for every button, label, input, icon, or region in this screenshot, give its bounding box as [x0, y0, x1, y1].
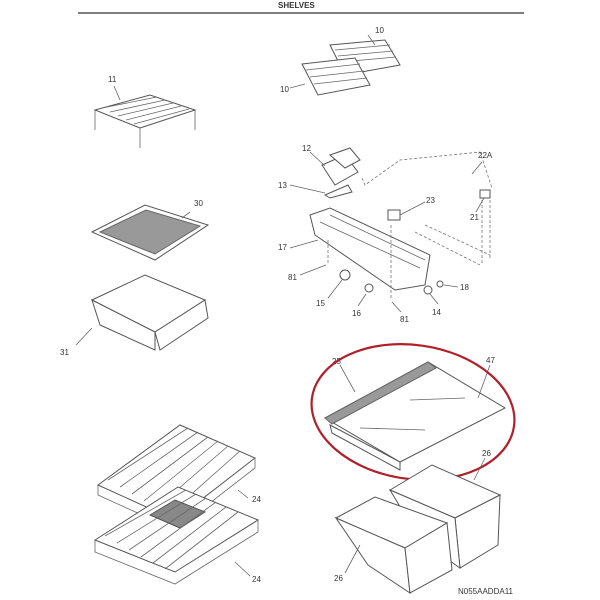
- wire-shelf-lower: [93, 486, 260, 585]
- wire-rack: [93, 94, 197, 148]
- label-13: 13: [278, 181, 287, 190]
- label-23: 23: [426, 196, 435, 205]
- label-47: 47: [486, 356, 495, 365]
- label-18: 18: [460, 283, 469, 292]
- label-26-left: 26: [334, 574, 343, 583]
- label-31: 31: [60, 348, 69, 357]
- crisper-drawer: [90, 274, 209, 351]
- auger-part: [323, 184, 353, 199]
- label-22A: 22A: [478, 151, 493, 160]
- label-16: 16: [352, 309, 361, 318]
- grommet-part: [423, 285, 433, 295]
- label-24-upper: 24: [252, 495, 261, 504]
- diagram-code: N055AADDA11: [458, 587, 514, 596]
- label-11: 11: [108, 75, 117, 84]
- fitting-part: [364, 283, 374, 293]
- label-15: 15: [316, 299, 325, 308]
- label-21: 21: [470, 213, 479, 222]
- ice-maker-housing: [309, 207, 431, 291]
- label-14: 14: [432, 308, 441, 317]
- label-81-left: 81: [288, 273, 297, 282]
- ice-bucket: [321, 147, 361, 186]
- label-10-upper: 10: [375, 26, 384, 35]
- label-24-lower: 24: [252, 575, 261, 584]
- label-17: 17: [278, 243, 287, 252]
- label-12: 12: [302, 144, 311, 153]
- label-26-right: 26: [482, 449, 491, 458]
- screw-part: [436, 280, 444, 288]
- label-81-right: 81: [400, 315, 409, 324]
- diagram-title: SHELVES: [278, 1, 315, 10]
- label-10-lower: 10: [280, 85, 289, 94]
- highlight-circle: [310, 343, 516, 481]
- label-30: 30: [194, 199, 203, 208]
- glass-shelf: [323, 361, 507, 471]
- ice-tray-lower: [301, 57, 371, 96]
- motor-part: [387, 209, 401, 221]
- crisper-cover: [90, 204, 210, 261]
- bulb-part: [339, 269, 351, 281]
- switch-part: [479, 189, 491, 199]
